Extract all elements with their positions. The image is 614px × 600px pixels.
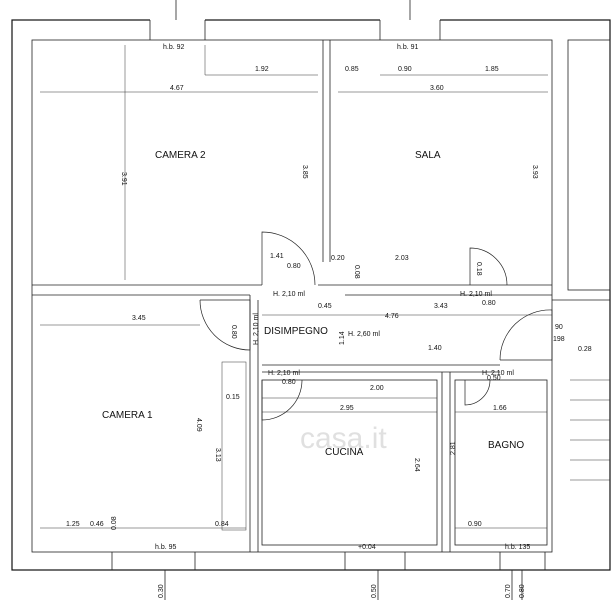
interior-walls xyxy=(32,40,552,552)
bottom-dim-0-50: 0.50 xyxy=(371,584,378,598)
dim-2-81: 2.81 xyxy=(450,441,457,455)
dim-0-80-a: 0.80 xyxy=(287,263,301,270)
dim-0-15: 0.15 xyxy=(226,394,240,401)
dim-1-40: 1.40 xyxy=(428,345,442,352)
h-door-bagno: H. 2,10 ml xyxy=(482,370,514,377)
dim-1-41: 1.41 xyxy=(270,253,284,260)
watermark: casa.it xyxy=(300,422,387,455)
right-hatching xyxy=(570,379,610,481)
dim-3-91: 3.91 xyxy=(120,172,127,186)
dim-0-45: 0.45 xyxy=(318,303,332,310)
dim-1-85: 1.85 xyxy=(485,66,499,73)
dim-0-28: 0.28 xyxy=(578,346,592,353)
dim-198: 198 xyxy=(553,336,565,343)
h-door-cucina: H. 2,10 ml xyxy=(268,370,300,377)
dim-1-92: 1.92 xyxy=(255,66,269,73)
room-label-bagno: BAGNO xyxy=(488,440,524,451)
dim-4-76: 4.76 xyxy=(385,313,399,320)
dim-0-08-b: 0.08 xyxy=(111,516,118,530)
dim-0-08: 0.08 xyxy=(353,265,360,279)
dim-3-43: 3.43 xyxy=(434,303,448,310)
hb-bagno: h.b. 135 xyxy=(505,544,530,551)
h-disimpegno-vertical: H. 2,10 ml xyxy=(253,313,260,345)
door-camera1 xyxy=(199,299,251,351)
hb-camera1: h.b. 95 xyxy=(155,544,177,551)
dim-3-60: 3.60 xyxy=(430,85,444,92)
room-label-disimpegno: DISIMPEGNO xyxy=(264,326,328,337)
dim-plus-0-04: +0.04 xyxy=(358,544,376,551)
hb-sala: h.b. 91 xyxy=(397,44,419,51)
door-camera2 xyxy=(261,231,316,286)
hb-camera2: h.b. 92 xyxy=(163,44,185,51)
outer-walls xyxy=(11,0,611,600)
dim-0-90-c: 0.90 xyxy=(468,521,482,528)
dim-0-20: 0.20 xyxy=(331,255,345,262)
dim-0-90: 0.90 xyxy=(398,66,412,73)
bottom-dim-0-80: 0.80 xyxy=(519,584,526,598)
dim-0-50: 0.50 xyxy=(487,375,501,382)
dim-0-80-c: 0.80 xyxy=(230,325,237,339)
bottom-dim-0-30: 0.30 xyxy=(158,584,165,598)
door-cucina xyxy=(261,379,303,421)
dim-1-66: 1.66 xyxy=(493,405,507,412)
dim-3-93: 3.93 xyxy=(531,165,538,179)
dim-2-95: 2.95 xyxy=(340,405,354,412)
dim-0-80-d: 0.80 xyxy=(282,379,296,386)
dim-4-67: 4.67 xyxy=(170,85,184,92)
h-door-sala: H. 2,10 ml xyxy=(460,291,492,298)
dim-0-84: 0.84 xyxy=(215,521,229,528)
room-label-cucina: CUCINA xyxy=(325,447,364,458)
room-label-sala: SALA xyxy=(415,150,441,161)
dim-3-85: 3.85 xyxy=(301,165,308,179)
bottom-dim-0-70: 0.70 xyxy=(505,584,512,598)
h-disimpegno: H. 2,60 ml xyxy=(348,331,380,338)
h-door-camera2: H. 2,10 ml xyxy=(273,291,305,298)
dim-0-46: 0.46 xyxy=(90,521,104,528)
door-bagno xyxy=(464,379,491,406)
dim-0-85: 0.85 xyxy=(345,66,359,73)
dim-3-45: 3.45 xyxy=(132,315,146,322)
dim-3-13: 3.13 xyxy=(214,448,221,462)
room-label-camera1: CAMERA 1 xyxy=(102,410,153,421)
dim-1-14: 1.14 xyxy=(339,331,346,345)
door-bagno-corridor xyxy=(499,309,553,361)
dim-0-80-b: 0.80 xyxy=(482,300,496,307)
dim-1-25: 1.25 xyxy=(66,521,80,528)
dim-4-09: 4.09 xyxy=(195,418,202,432)
door-sala xyxy=(469,247,508,286)
dim-2-00: 2.00 xyxy=(370,385,384,392)
doors xyxy=(199,231,553,421)
dim-0-18: 0.18 xyxy=(475,262,482,276)
dim-90: 90 xyxy=(555,324,563,331)
dim-2-03: 2.03 xyxy=(395,255,409,262)
dim-2-64: 2.64 xyxy=(413,458,420,472)
room-label-camera2: CAMERA 2 xyxy=(155,150,206,161)
